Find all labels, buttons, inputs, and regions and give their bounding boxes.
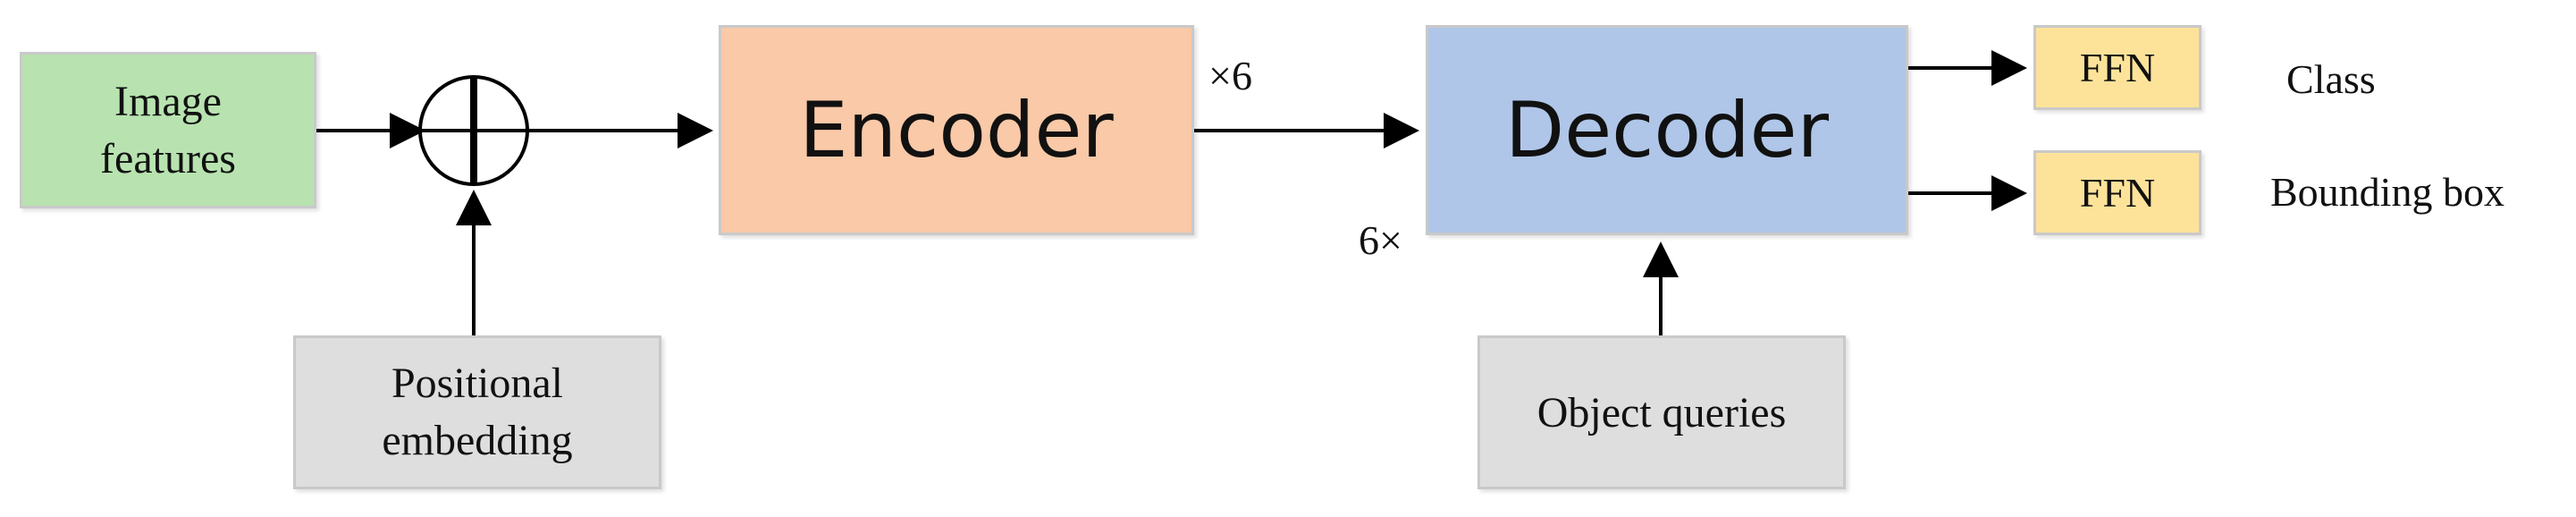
adder-icon (418, 75, 529, 186)
object-queries-node: Object queries (1477, 335, 1846, 489)
encoder-node: Encoder (719, 25, 1194, 235)
image-features-label-line2: features (100, 134, 236, 182)
decoder-repeat-label: 6× (1359, 217, 1402, 263)
ffn-class-label: FFN (2079, 45, 2156, 90)
decoder-label: Decoder (1505, 85, 1829, 175)
positional-embedding-label-line1: Positional (391, 360, 564, 407)
image-features-label-line1: Image (114, 77, 222, 125)
output-class-label: Class (2286, 56, 2376, 102)
decoder-node: Decoder (1426, 25, 1908, 235)
object-queries-label: Object queries (1536, 388, 1787, 436)
encoder-repeat-label: ×6 (1208, 53, 1252, 98)
output-bbox-label: Bounding box (2270, 169, 2504, 215)
image-features-node: Image features (20, 52, 316, 208)
ffn-class-node: FFN (2033, 25, 2201, 110)
positional-embedding-node: Positional embedding (293, 335, 661, 489)
ffn-bbox-label: FFN (2079, 170, 2156, 216)
ffn-bbox-node: FFN (2033, 150, 2201, 235)
positional-embedding-label-line2: embedding (382, 417, 573, 464)
encoder-label: Encoder (799, 85, 1114, 175)
